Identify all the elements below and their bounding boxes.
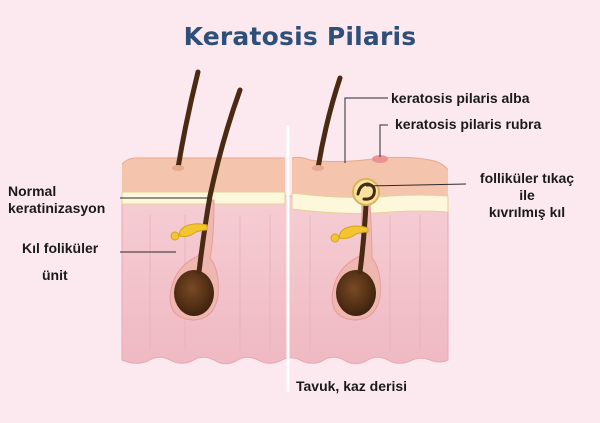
label-kp-alba: keratosis pilaris alba xyxy=(391,90,530,106)
label-follicle-line2: ünit xyxy=(42,267,68,283)
label-follicular-plug: folliküler tıkaç ile kıvrılmış kıl xyxy=(462,170,592,221)
leader-lines xyxy=(120,97,467,253)
label-plug-line1: folliküler tıkaç xyxy=(479,170,575,186)
right-hair-shaft xyxy=(315,75,343,171)
rubra-bump xyxy=(372,155,388,163)
label-normal-line2: keratinizasyon xyxy=(8,200,106,216)
right-hair-follicle xyxy=(330,202,381,321)
label-follicle-line1: Kıl foliküler xyxy=(22,240,99,256)
left-hair-shaft-short xyxy=(175,69,201,171)
dermis-layer xyxy=(121,195,449,365)
label-plug-line2: ile xyxy=(519,187,535,203)
follicular-plug xyxy=(352,178,380,206)
diagram-title: Keratosis Pilaris xyxy=(183,22,417,51)
left-hair-follicle xyxy=(169,193,219,321)
left-hair-shaft-tall xyxy=(207,87,243,199)
label-normal-line1: Normal xyxy=(8,183,57,199)
caption-chicken-skin: Tavuk, kaz derisi xyxy=(296,378,408,394)
label-normal-keratinization: Normal keratinizasyon xyxy=(8,183,105,217)
label-kp-rubra: keratosis pilaris rubra xyxy=(395,116,542,132)
label-plug-line3: kıvrılmış kıl xyxy=(488,204,566,220)
label-hair-follicle-unit: Kıl foliküler ünit xyxy=(22,240,98,284)
